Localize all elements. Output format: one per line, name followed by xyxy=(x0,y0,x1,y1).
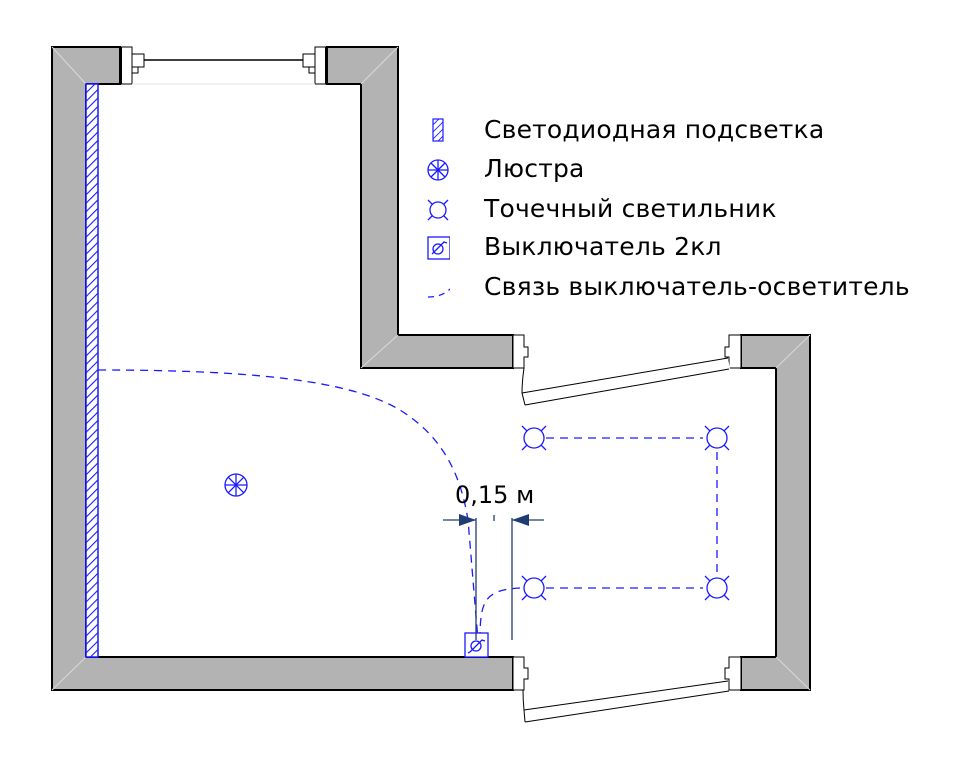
spotlight-icon xyxy=(521,575,547,601)
chandelier-icon xyxy=(224,473,248,497)
legend-label: Светодиодная подсветка xyxy=(484,115,825,144)
window-top xyxy=(119,46,328,85)
dimension-label: 0,15 м xyxy=(455,481,535,509)
dimension-marker xyxy=(443,514,544,640)
led-strip xyxy=(85,83,99,658)
legend-label: Выключатель 2кл xyxy=(484,232,722,261)
led-strip-icon xyxy=(432,118,444,142)
walls-right-room xyxy=(740,334,811,691)
legend-label: Связь выключатель-осветитель xyxy=(484,272,910,301)
door-lower xyxy=(512,656,742,723)
door-upper xyxy=(512,334,742,406)
spotlight-icon xyxy=(704,425,730,451)
connection-line-icon xyxy=(427,288,450,298)
chandelier-icon xyxy=(427,159,449,181)
spotlight-icon xyxy=(704,575,730,601)
spotlight-icon xyxy=(521,425,547,451)
legend-label: Точечный светильник xyxy=(484,194,777,223)
switch-2-key-icon xyxy=(427,236,450,260)
legend-label: Люстра xyxy=(484,154,585,183)
connection-lines xyxy=(97,369,718,641)
spotlight-icon xyxy=(427,199,449,221)
